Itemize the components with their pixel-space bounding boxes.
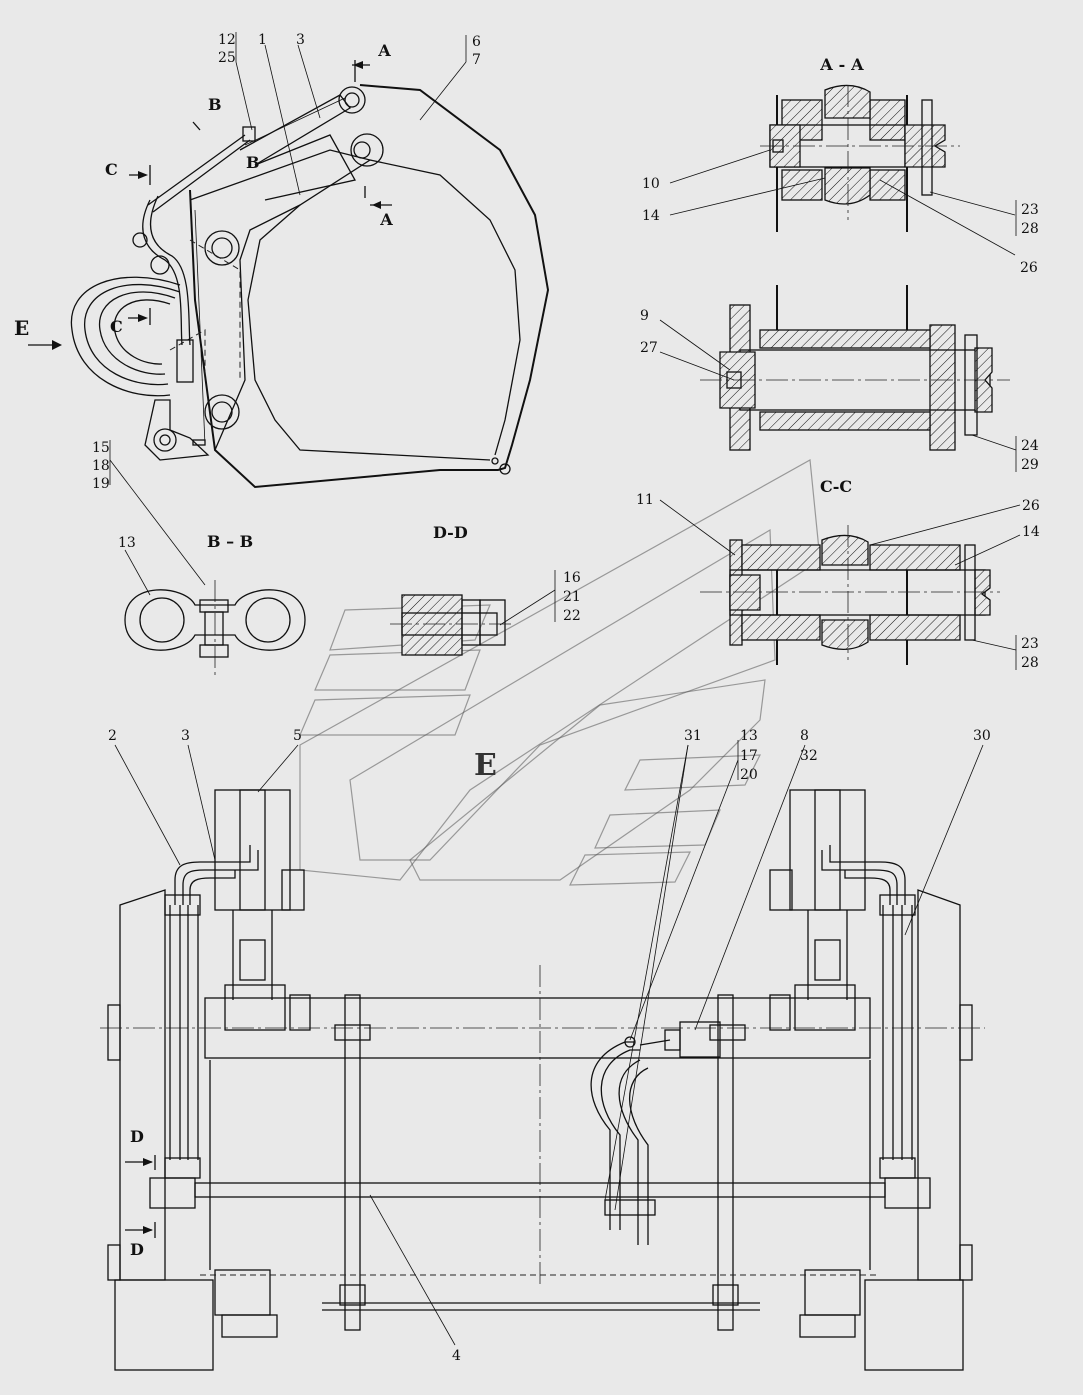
part-label-1: 1 [258,32,267,48]
view-mark-a-bottom: А [380,210,393,229]
part-label-11: 11 [636,492,654,508]
part-label-23-cc: 23 [1021,636,1039,652]
part-label-4: 4 [452,1348,461,1364]
part-label-7: 7 [472,52,481,68]
view-mark-a-top: А [378,41,391,60]
part-label-10: 10 [642,176,660,192]
part-label-12: 12 [218,32,236,48]
part-label-22: 22 [563,608,581,624]
part-label-32: 32 [800,748,818,764]
part-label-23-aa: 23 [1021,202,1039,218]
part-label-25: 25 [218,50,236,66]
section-cc-title: С-С [820,477,852,496]
watermark-logo: Е [299,459,821,886]
view-mark-d-bottom: D [130,1240,144,1259]
part-label-8: 8 [800,728,809,744]
part-label-29: 29 [1021,457,1039,473]
part-label-9: 9 [640,308,649,324]
section-bb: В – В 13 [118,532,306,678]
part-label-14-aa: 14 [642,208,660,224]
view-mark-b-mid: В [246,153,260,172]
part-label-2: 2 [108,728,117,744]
part-label-18: 18 [92,458,110,474]
part-label-28-cc: 28 [1021,655,1039,671]
part-label-20: 20 [740,767,758,783]
section-cc: С-С 11 26 14 23 28 [636,477,1040,671]
part-label-28-aa: 28 [1021,221,1039,237]
part-label-21: 21 [563,589,581,605]
section-aa-title: А - А [820,55,864,74]
part-label-15: 15 [92,440,110,456]
section-aa: А - А 10 14 23 28 26 [642,55,1039,276]
part-label-6: 6 [472,34,481,50]
view-mark-e: Е [14,316,29,340]
part-label-31: 31 [684,728,702,744]
section-pin-upper: 9 27 24 29 [640,285,1039,473]
part-label-19: 19 [92,476,110,492]
part-label-16: 16 [563,570,581,586]
part-label-13-bb: 13 [118,535,136,551]
part-label-26-aa: 26 [1020,260,1038,276]
section-bb-title: В – В [207,532,253,551]
part-label-3: 3 [296,32,305,48]
view-mark-c-bottom: С [110,317,123,336]
part-label-3-plan: 3 [181,728,190,744]
section-dd-title: D-D [433,523,468,542]
part-label-27: 27 [640,340,658,356]
part-label-24: 24 [1021,438,1039,454]
view-mark-c-top: С [105,160,118,179]
view-mark-b-top: В [208,95,222,114]
part-label-30: 30 [973,728,991,744]
part-label-17: 17 [740,748,758,764]
view-mark-d-top: D [130,1127,144,1146]
part-label-5: 5 [293,728,302,744]
part-label-14-cc: 14 [1022,524,1040,540]
bucket-side-view: А А В В С С Е 12 25 1 3 6 7 15 18 19 [14,32,550,586]
plan-view-e: D D 2 3 5 31 13 17 20 8 32 30 4 [100,728,991,1371]
section-dd: D-D 16 21 22 [390,523,581,656]
part-label-26-cc: 26 [1022,498,1040,514]
watermark-letter: Е [474,748,497,783]
part-label-13-plan: 13 [740,728,758,744]
